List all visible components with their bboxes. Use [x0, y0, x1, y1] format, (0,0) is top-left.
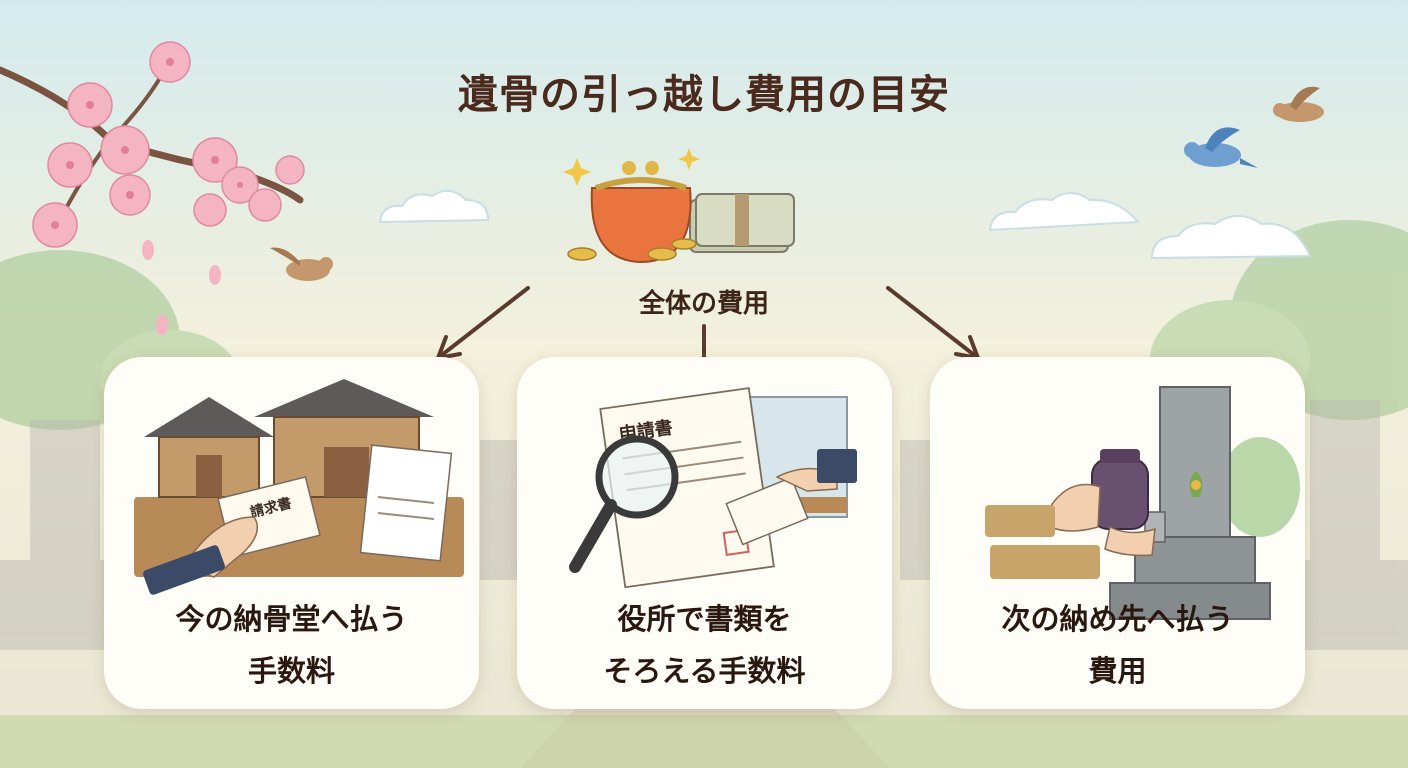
card-label-current-fee: 今の納骨堂へ払う 手数料 [175, 602, 408, 688]
application-document-illustration: 申請書 [569, 387, 857, 589]
card-city-office: 申請書 役所で書類を そろえる手数料 [517, 357, 892, 709]
graves-background [0, 400, 1408, 650]
cherry-blossom-branch [0, 41, 305, 335]
blue-bird-icon [1184, 127, 1258, 168]
urn-icon [1091, 449, 1149, 530]
purse-money-icon [563, 148, 795, 264]
total-cost-label: 全体の費用 [638, 289, 769, 319]
card-current-columbarium: 請求書 今の納骨堂へ払う 手数料 [104, 357, 479, 709]
receipt-document [359, 444, 453, 562]
flow-arrows [436, 286, 980, 380]
page-title: 遺骨の引っ越し費用の目安 [458, 72, 950, 118]
flying-bird-icon [1273, 86, 1324, 122]
card-label-office-fee: 役所で書類を そろえる手数料 [603, 602, 806, 688]
bird-icon [270, 247, 333, 281]
gravestone-urn-illustration [985, 386, 1300, 620]
card-new-resting-place: 次の納め先へ払う 費用 [930, 357, 1305, 709]
magnifying-glass-icon [569, 435, 679, 573]
cloud-icon [378, 189, 1312, 260]
temple-invoice-illustration: 請求書 [134, 379, 464, 595]
card-label-new-place-fee: 次の納め先へ払う 費用 [1001, 602, 1234, 688]
